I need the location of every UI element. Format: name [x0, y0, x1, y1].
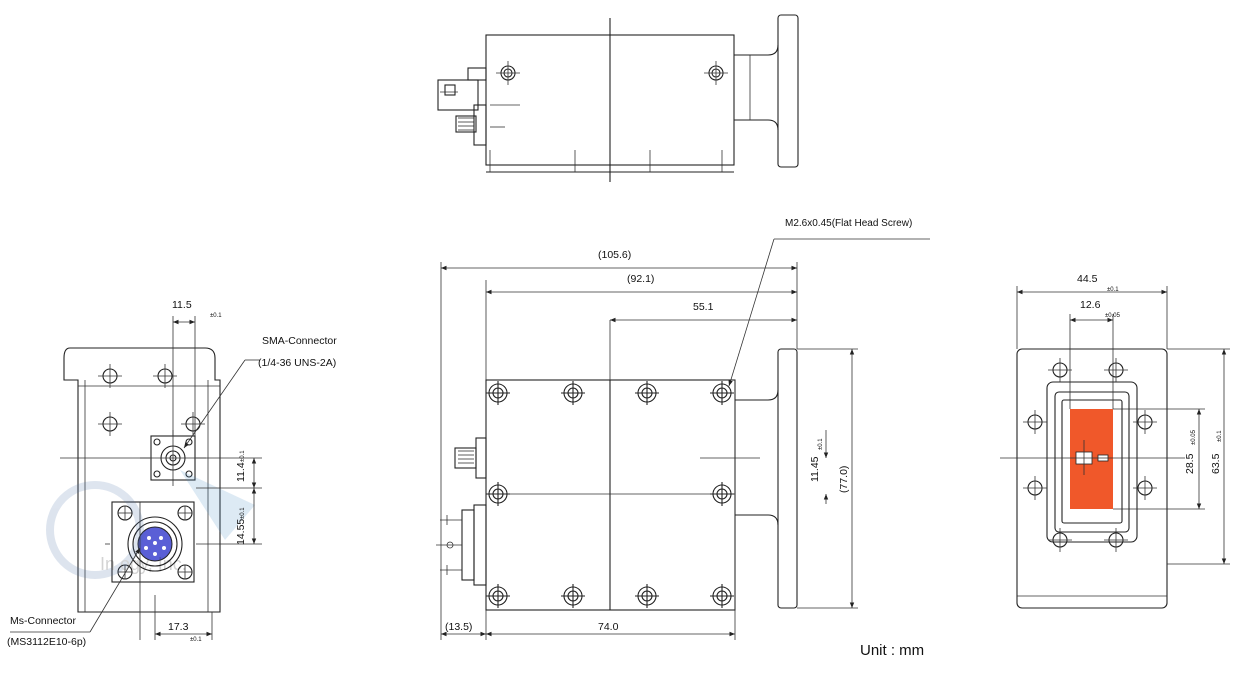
dim-11-4-tol: ±0.1	[240, 450, 246, 462]
right-view-hole	[1133, 476, 1157, 500]
screw-hole	[561, 584, 585, 608]
left-view-hole	[98, 412, 122, 436]
dim-17-3-tol: ±0.1	[190, 637, 202, 643]
dim-44-5: 44.5	[1077, 273, 1098, 285]
dim-92-1: (92.1)	[627, 273, 654, 285]
dim-63-5: 63.5	[1210, 453, 1222, 474]
left-view: In ogy, Inc.	[46, 347, 255, 640]
right-view-dimensions: 44.5 ±0.1 12.6 ±0.05 28.5 ±0.05 63.5 ±0.…	[1016, 273, 1230, 565]
dim-11-45: 11.45	[809, 456, 821, 482]
screw-hole	[561, 381, 585, 405]
right-view-flange	[1016, 348, 1168, 609]
ms-connector-spec: (MS3112E10-6p)	[7, 636, 86, 648]
left-view-body	[63, 347, 221, 613]
right-view-hole	[1104, 528, 1128, 552]
top-view-flange	[777, 14, 799, 168]
center-ms-connector	[436, 504, 487, 586]
left-view-hole	[98, 364, 122, 388]
right-view-hole	[1104, 358, 1128, 382]
watermark-logo: In ogy, Inc.	[46, 470, 255, 579]
dim-11-4: 11.4	[235, 462, 247, 482]
dim-11-5-tol: ±0.1	[210, 313, 222, 319]
sma-connector-spec: (1/4-36 UNS-2A)	[258, 357, 336, 369]
right-view-hole	[1048, 358, 1072, 382]
ms-connector-label: Ms-Connector	[10, 615, 76, 627]
center-view-dimensions: (105.6) (92.1) 55.1 (13.5) 74.0 11.45 ±0…	[440, 218, 930, 640]
dim-11-5: 11.5	[172, 299, 192, 311]
right-view-hole	[1023, 410, 1047, 434]
sma-connector-label: SMA-Connector	[262, 335, 337, 347]
dim-13-5: (13.5)	[445, 621, 472, 633]
right-view	[1000, 348, 1185, 609]
dim-14-55: 14.55	[235, 519, 247, 545]
dim-105-6: (105.6)	[598, 249, 631, 261]
top-view	[437, 14, 799, 182]
right-view-hole	[1048, 528, 1072, 552]
dim-12-6: 12.6	[1080, 299, 1101, 311]
dim-28-5: 28.5	[1184, 453, 1196, 474]
right-view-hole	[1133, 410, 1157, 434]
left-view-dimensions: 11.5 ±0.1 11.4 ±0.1 14.55 ±0.1 17.3 ±0.1…	[7, 299, 337, 648]
screw-hole	[486, 381, 510, 405]
dim-77-0: (77.0)	[838, 466, 850, 493]
dim-55-1: 55.1	[693, 301, 714, 313]
unit-label: Unit : mm	[860, 642, 924, 659]
dim-17-3: 17.3	[168, 621, 189, 633]
center-sma-connector	[454, 437, 487, 479]
dim-44-5-tol: ±0.1	[1107, 287, 1119, 293]
svg-text:In ogy, Inc.: In ogy, Inc.	[100, 554, 187, 574]
screw-note: M2.6x0.45(Flat Head Screw)	[785, 218, 912, 229]
ms-connector	[111, 501, 195, 583]
screw-hole	[486, 482, 510, 506]
screw-hole	[635, 584, 659, 608]
screw-hole	[710, 482, 734, 506]
dim-11-45-tol: ±0.1	[818, 438, 824, 450]
dim-74-0: 74.0	[598, 621, 619, 633]
dim-28-5-tol: ±0.05	[1191, 429, 1197, 445]
center-view	[436, 280, 858, 640]
center-view-flange	[777, 348, 798, 609]
left-view-hole	[181, 412, 205, 436]
screw-hole	[710, 584, 734, 608]
dim-63-5-tol: ±0.1	[1217, 430, 1223, 442]
screw-hole	[635, 381, 659, 405]
screw-hole	[486, 584, 510, 608]
screw-hole	[710, 381, 734, 405]
dim-14-55-tol: ±0.1	[240, 507, 246, 519]
dim-12-6-tol: ±0.05	[1105, 313, 1121, 319]
right-view-hole	[1023, 476, 1047, 500]
